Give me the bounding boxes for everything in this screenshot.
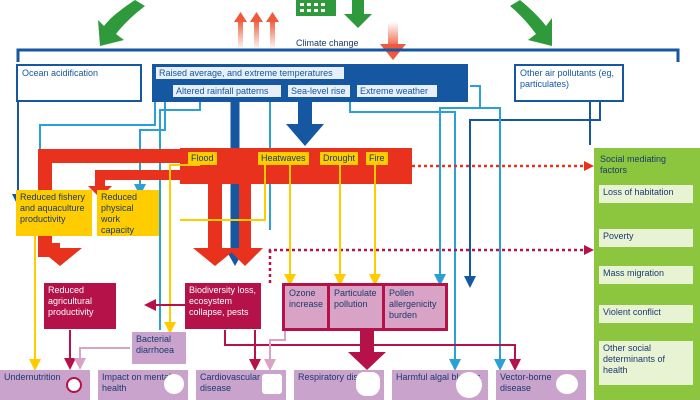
- outcome-label: Harmful algal blooms: [396, 372, 481, 382]
- factory-icon: [296, 0, 336, 16]
- outcome-label: Cardiovascular disease: [200, 372, 261, 393]
- head-icon: [164, 374, 184, 394]
- outcome-label: Respiratory disease: [298, 372, 378, 382]
- bacterial-box: Bacterial diarrhoea: [132, 332, 186, 364]
- social-item-habitation: Loss of habitation: [598, 184, 694, 204]
- air-pollutants-box: Other air pollutants (eg, particulates): [514, 64, 624, 102]
- rainfall-label: Altered rainfall patterns: [172, 84, 282, 98]
- extreme-weather-label: Extreme weather: [356, 84, 438, 98]
- social-item-poverty: Poverty: [598, 228, 694, 248]
- fishery-box: Reduced fishery and aquaculture producti…: [16, 190, 92, 236]
- outcome-label: Impact on mental health: [102, 372, 172, 393]
- green-arrow-left: [98, 0, 145, 46]
- ozone-box: Ozone increase: [285, 286, 327, 328]
- biodiversity-box: Biodiversity loss, ecosystem collapse, p…: [185, 283, 261, 329]
- social-item-determinants: Other social determinants of health: [598, 340, 694, 386]
- temperature-label: Raised average, and extreme temperatures: [155, 66, 345, 80]
- outcome-label: Undernutrition: [4, 372, 61, 382]
- ocean-acidification-box: Ocean acidification: [16, 64, 142, 102]
- sea-level-label: Sea-level rise: [287, 84, 351, 98]
- flood-label: Flood: [188, 152, 217, 165]
- work-capacity-box: Reduced physical work capacity: [97, 190, 159, 236]
- fire-label: Fire: [366, 152, 388, 165]
- heartbeat-icon: [262, 374, 282, 394]
- tick-icon: [556, 374, 578, 394]
- down-arrow-icon: [380, 22, 406, 60]
- social-title: Social mediating factors: [600, 154, 667, 175]
- green-arrow-right: [510, 0, 552, 46]
- heatwaves-label: Heatwaves: [258, 152, 309, 165]
- agricultural-box: Reduced agricultural productivity: [44, 283, 116, 329]
- climate-change-label: Climate change: [296, 38, 359, 48]
- social-item-migration: Mass migration: [598, 265, 694, 285]
- pollen-box: Pollen allergenicity burden: [385, 286, 445, 328]
- drought-label: Drought: [320, 152, 359, 165]
- particulate-box: Particulate pollution: [330, 286, 382, 328]
- algae-icon: [456, 372, 482, 398]
- no-food-icon: [66, 377, 82, 393]
- lungs-icon: [356, 372, 380, 396]
- heat-arrows-icon: [234, 12, 279, 50]
- social-item-conflict: Violent conflict: [598, 304, 694, 324]
- green-arrow-center: [344, 0, 372, 28]
- outcome-label: Vector-borne disease: [500, 372, 552, 393]
